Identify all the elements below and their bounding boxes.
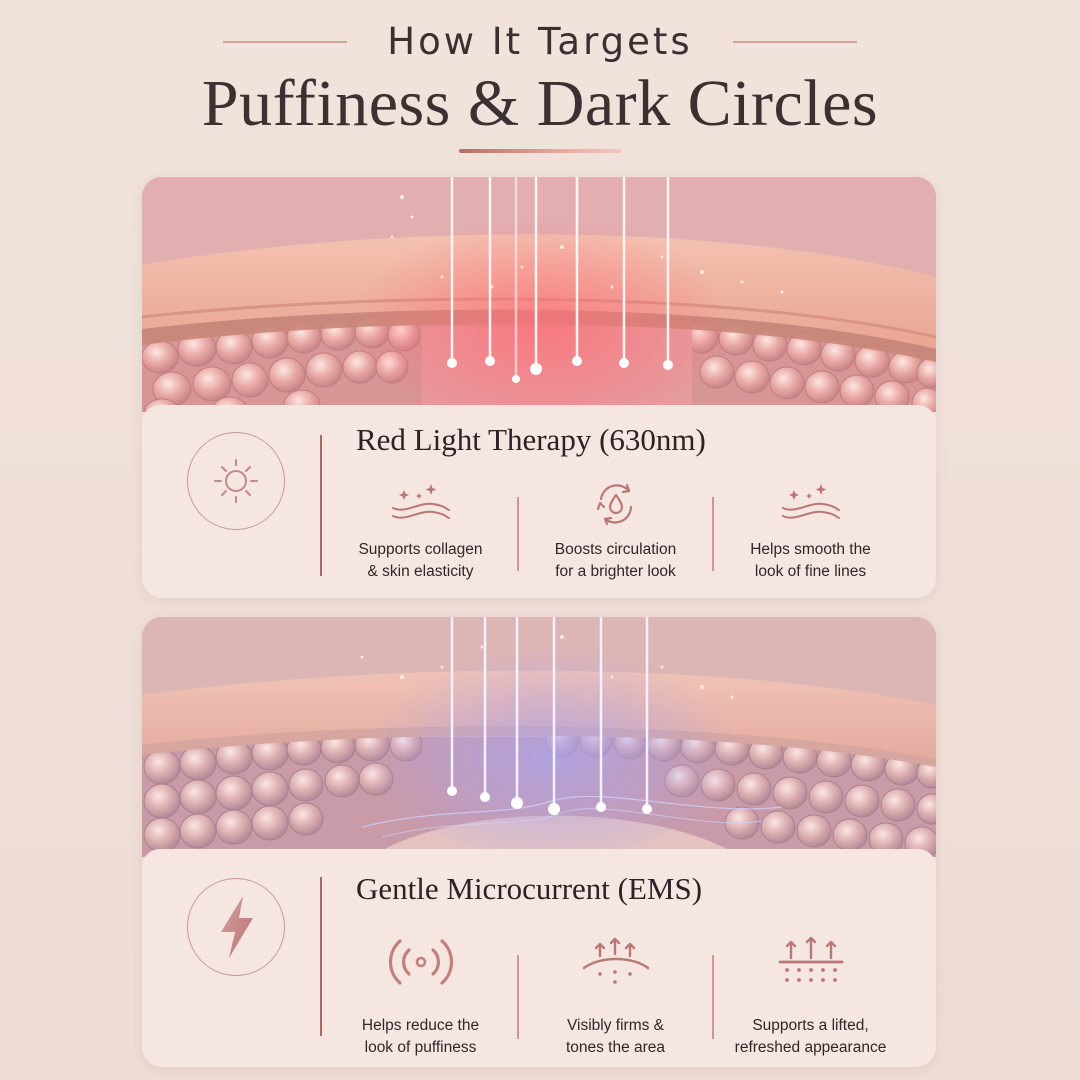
sparkle-waves-icon (781, 484, 840, 519)
microcurrent-info-card: Gentle Microcurrent (EMS) Helps reduce t… (142, 849, 936, 1067)
header: How It Targets Puffiness & Dark Circles (0, 0, 1080, 170)
eyebrow-row: How It Targets (0, 20, 1080, 63)
vibration-signal-icon (388, 939, 453, 985)
feature-list: Helps reduce the look of puffiness (324, 927, 922, 1057)
vertical-divider (320, 435, 322, 576)
feature-item: Helps reduce the look of puffiness (324, 927, 517, 1057)
red-light-section: Red Light Therapy (630nm) Supports colla… (142, 177, 936, 598)
eyebrow-text: How It Targets (387, 20, 693, 63)
decorative-line-left (223, 40, 348, 43)
light-beams (450, 177, 670, 379)
skin-illustration-microcurrent (142, 617, 936, 857)
feature-text: Boosts circulation for a brighter look (554, 541, 677, 580)
feature-divider (712, 497, 714, 571)
feature-divider (712, 955, 714, 1039)
decorative-line-right (732, 40, 857, 43)
red-light-info-card: Red Light Therapy (630nm) Supports colla… (142, 405, 936, 598)
section-title: Red Light Therapy (630nm) (356, 422, 706, 457)
sun-badge (187, 432, 285, 530)
page-title: Puffiness & Dark Circles (201, 67, 879, 140)
title-underline (459, 149, 621, 153)
feature-item: Supports a lifted, refreshed appearance (714, 927, 907, 1057)
feature-item: Visibly firms & tones the area (519, 927, 712, 1057)
section-title: Gentle Microcurrent (EMS) (356, 871, 703, 906)
vertical-divider (320, 877, 322, 1036)
feature-item: Helps smooth the look of fine lines (714, 475, 907, 585)
feature-text: Helps reduce the look of puffiness (361, 1017, 480, 1056)
feature-text: Helps smooth the look of fine lines (750, 541, 871, 580)
lift-arch-arrows-icon (582, 937, 649, 984)
feature-text: Supports collagen & skin elasticity (358, 541, 483, 580)
lightning-bolt-icon (221, 896, 253, 958)
skin-illustration-red-light (142, 177, 936, 412)
light-beams (450, 617, 649, 809)
sun-icon (214, 459, 258, 503)
microcurrent-section: Gentle Microcurrent (EMS) Helps reduce t… (142, 617, 936, 1067)
feature-text: Visibly firms & tones the area (565, 1017, 666, 1056)
sparkle-waves-icon (391, 484, 450, 519)
feature-item: Supports collagen & skin elasticity (324, 475, 517, 585)
feature-divider (517, 497, 519, 571)
circulation-drop-icon (596, 483, 632, 526)
feature-list: Supports collagen & skin elasticity Boos… (324, 475, 922, 585)
lightning-badge (187, 878, 285, 976)
lift-grid-arrows-icon (778, 936, 843, 982)
feature-item: Boosts circulation for a brighter look (519, 475, 712, 585)
feature-text: Supports a lifted, refreshed appearance (734, 1017, 887, 1056)
feature-divider (517, 955, 519, 1039)
